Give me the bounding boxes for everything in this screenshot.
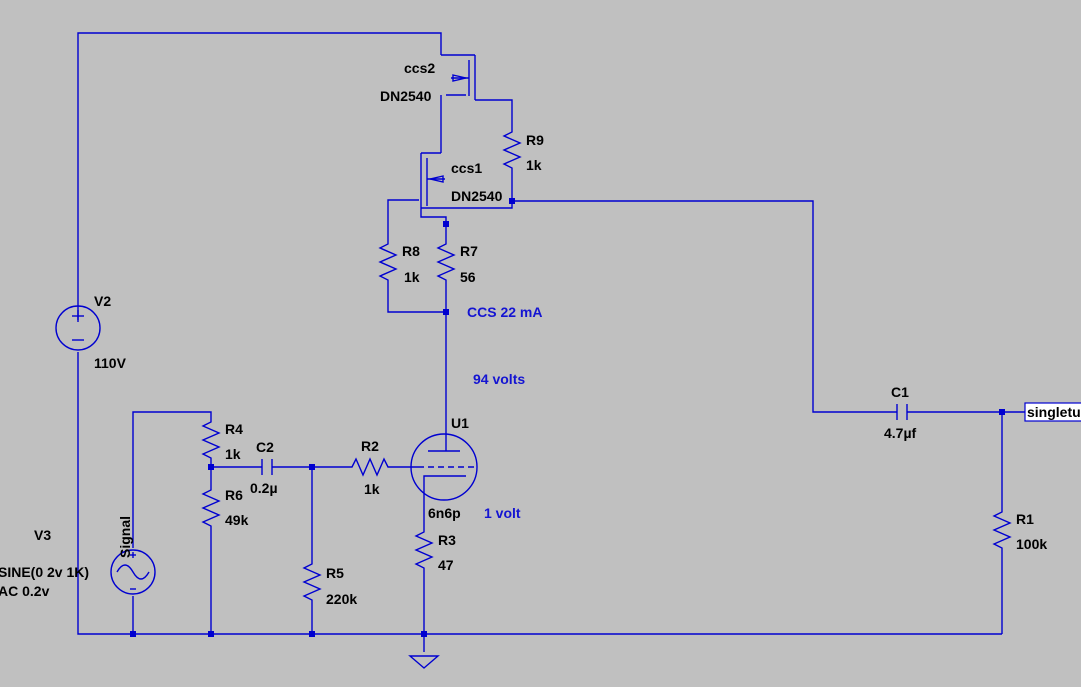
junction-out	[999, 409, 1005, 415]
label-r5-name: R5	[326, 565, 344, 581]
junction-output	[509, 198, 515, 204]
label-u1-name: U1	[451, 415, 469, 431]
ground-symbol	[408, 655, 440, 669]
mosfet-ccs1[interactable]	[419, 152, 445, 208]
label-v3-ac: AC 0.2v	[0, 583, 50, 599]
annotation-ccs-current: CCS 22 mA	[467, 304, 542, 320]
label-r3-value: 47	[438, 557, 454, 573]
junction-ccs1-source	[443, 221, 449, 227]
label-u1-model: 6n6p	[428, 505, 461, 521]
junction-plate	[443, 309, 449, 315]
junction-r5	[309, 464, 315, 470]
wire-out-to-c1	[512, 200, 897, 413]
label-v3-sine: SINE(0 2v 1K)	[0, 564, 89, 580]
label-r5-value: 220k	[326, 591, 357, 607]
wires	[77, 32, 1025, 652]
label-c1-name: C1	[891, 384, 909, 400]
output-net-label: singletu	[1027, 404, 1081, 420]
junction-gnd-r6	[208, 631, 214, 637]
capacitor-c1[interactable]	[896, 404, 908, 420]
resistor-r7[interactable]	[436, 240, 456, 284]
label-r7-value: 56	[460, 269, 476, 285]
label-r4-name: R4	[225, 421, 243, 437]
label-r1-value: 100k	[1016, 536, 1047, 552]
mosfet-ccs2[interactable]	[441, 54, 476, 100]
wire-ccs2-source	[475, 99, 513, 128]
label-v2-name: V2	[94, 293, 111, 309]
resistor-r5[interactable]	[302, 560, 322, 605]
label-ccs1-model: DN2540	[451, 188, 503, 204]
label-signal-name: Signal	[117, 516, 133, 558]
junction-gnd-signal	[130, 631, 136, 637]
capacitor-c2[interactable]	[261, 459, 273, 475]
label-c1-value: 4.7µf	[884, 425, 917, 441]
junction-divider	[208, 464, 214, 470]
resistor-r9[interactable]	[502, 128, 522, 170]
annotation-plate-voltage: 94 volts	[473, 371, 525, 387]
label-r6-name: R6	[225, 487, 243, 503]
wire-signal-top	[132, 411, 212, 548]
junction-gnd-r3	[421, 631, 427, 637]
label-v2-value: 110V	[94, 355, 127, 371]
label-ccs1-name: ccs1	[451, 160, 482, 176]
output-net-flag[interactable]: singletu	[1024, 402, 1081, 422]
wire-ground-rail	[77, 352, 1002, 635]
resistor-r1[interactable]	[992, 508, 1012, 552]
label-ccs2-model: DN2540	[380, 88, 432, 104]
triode-u1[interactable]	[410, 433, 478, 501]
label-r2-value: 1k	[364, 481, 380, 497]
junction-gnd-r5	[309, 631, 315, 637]
label-r8-name: R8	[402, 243, 420, 259]
label-r3-name: R3	[438, 532, 456, 548]
label-r9-name: R9	[526, 132, 544, 148]
label-r8-value: 1k	[404, 269, 420, 285]
resistor-r4[interactable]	[201, 418, 221, 460]
annotation-cathode-voltage: 1 volt	[484, 505, 521, 521]
wire-ccs1-gate	[387, 199, 419, 240]
label-r7-name: R7	[460, 243, 478, 259]
junctions	[130, 198, 1005, 637]
resistor-r3[interactable]	[414, 528, 434, 572]
label-r1-name: R1	[1016, 511, 1034, 527]
resistor-r6[interactable]	[201, 486, 221, 530]
label-r9-value: 1k	[526, 157, 542, 173]
label-v3-name: V3	[34, 527, 51, 543]
signal-source-v3[interactable]	[110, 549, 156, 595]
label-c2-name: C2	[256, 439, 274, 455]
wire-ccs1-source	[420, 208, 447, 240]
wire-r8-bottom	[387, 284, 446, 313]
label-r6-value: 49k	[225, 512, 249, 528]
component-labels: ccs2 DN2540 R9 1k ccs1 DN2540 R8 1k R7 5…	[0, 60, 1047, 607]
resistor-r2[interactable]	[348, 457, 394, 477]
wire-supply-rail	[77, 32, 442, 320]
label-r4-value: 1k	[225, 446, 241, 462]
annotations: CCS 22 mA 94 volts 1 volt	[467, 304, 542, 521]
label-r2-name: R2	[361, 438, 379, 454]
label-ccs2-name: ccs2	[404, 60, 435, 76]
voltage-source-v2[interactable]	[55, 305, 101, 351]
resistor-r8[interactable]	[378, 240, 398, 284]
label-c2-value: 0.2µ	[250, 480, 278, 496]
